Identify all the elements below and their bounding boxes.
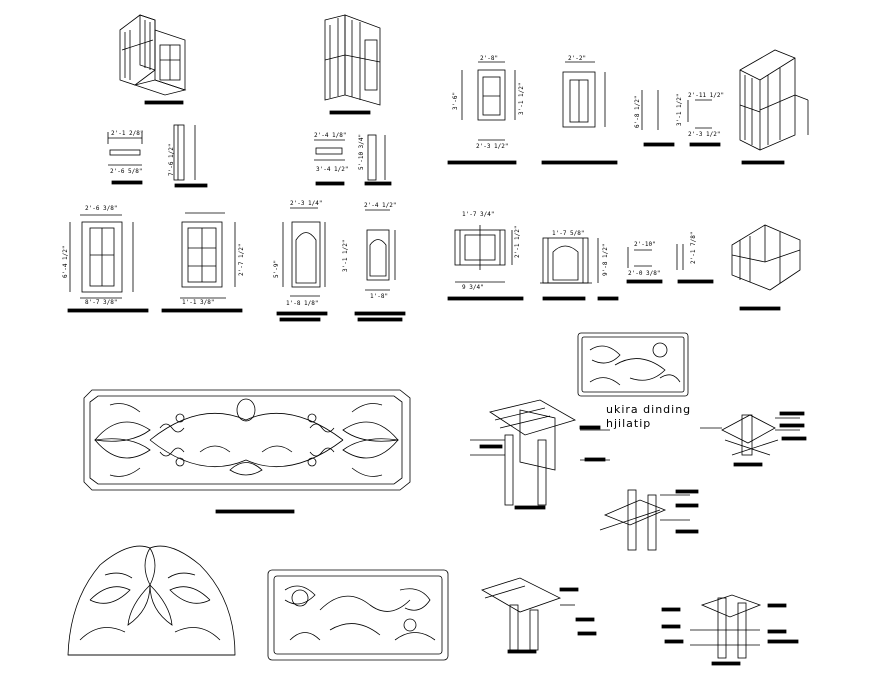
dim-text: 1'-7 5/8" bbox=[552, 230, 585, 237]
dim-text: 2'-1 1/2" bbox=[514, 225, 521, 258]
elevation-door-1 bbox=[69, 214, 134, 299]
dim-text: 2'-4 1/2" bbox=[364, 202, 397, 209]
elevation-cab1 bbox=[107, 124, 208, 188]
cabinet-isometric-2 bbox=[324, 14, 381, 106]
joint-detail-1 bbox=[470, 399, 610, 506]
elevation-right-2 bbox=[562, 61, 606, 128]
dim-text: 2'-7 1/2" bbox=[238, 243, 245, 276]
cabinet-isometric-3 bbox=[739, 49, 809, 151]
elevation-right-1 bbox=[461, 61, 516, 141]
dim-text: 2'-6 3/8" bbox=[85, 205, 118, 212]
dim-text: 5'-10 3/4" bbox=[358, 133, 365, 170]
elevation-arched-1 bbox=[282, 207, 326, 297]
dim-text: 2'-1 2/8" bbox=[111, 130, 144, 137]
dim-text: 9'-8 1/2" bbox=[602, 243, 609, 276]
dim-text: 5'-9" bbox=[273, 259, 280, 278]
dim-text: 3'-1 1/2" bbox=[518, 82, 525, 115]
dim-text: 1'-7 3/4" bbox=[462, 211, 495, 218]
dim-text: 2'-0 3/8" bbox=[628, 270, 661, 277]
cabinet-isometric-4 bbox=[731, 224, 801, 291]
dim-text: 6'-8 1/2" bbox=[634, 95, 641, 128]
dim-text: 3'-1 1/2" bbox=[342, 239, 349, 272]
dim-text: 6'-4 1/2" bbox=[62, 245, 69, 278]
dim-text: 2'-4 1/8" bbox=[314, 132, 347, 139]
elevation-right-6 bbox=[627, 244, 684, 270]
dim-text: 2'-3 1/2" bbox=[476, 143, 509, 150]
elevation-arched-2 bbox=[365, 209, 396, 291]
title-bar bbox=[144, 100, 184, 105]
dim-text: 1'-1 3/8" bbox=[182, 299, 215, 306]
dim-text: 3'-1 1/2" bbox=[676, 93, 683, 126]
dim-text: 1'-8" bbox=[370, 293, 389, 300]
carved-panel-small bbox=[267, 569, 449, 661]
joint-detail-2 bbox=[700, 414, 800, 456]
dim-text: 2'-11 1/2" bbox=[688, 92, 725, 99]
dim-text: 2'-1 7/8" bbox=[690, 231, 697, 264]
dim-text: 8'-7 3/8" bbox=[85, 299, 118, 306]
joint-detail-5 bbox=[690, 594, 762, 659]
dim-text: 3'-4 1/2" bbox=[316, 166, 349, 173]
elevation-cab2 bbox=[314, 134, 392, 186]
annotation-line-2: hjilatip bbox=[606, 417, 652, 430]
elevation-right-5 bbox=[540, 237, 599, 284]
dim-text: 7'-6 1/2" bbox=[168, 143, 175, 176]
dim-text: 3'-6" bbox=[452, 91, 459, 110]
elevation-right-4 bbox=[454, 225, 513, 283]
cabinet-isometric-1 bbox=[119, 14, 187, 96]
dim-text: 1'-8 1/8" bbox=[286, 300, 319, 307]
carved-panel-thumb bbox=[577, 332, 689, 397]
dim-text: 2'-8" bbox=[480, 55, 499, 62]
dim-text: 9 3/4" bbox=[462, 284, 484, 291]
elevation-door-2 bbox=[180, 212, 236, 299]
carved-panel-large bbox=[83, 389, 411, 491]
dim-text: 2'-6 5/8" bbox=[110, 168, 143, 175]
annotation-line-1: ukira dinding bbox=[606, 403, 692, 416]
elevation-right-3 bbox=[641, 90, 712, 130]
dim-text: 2'-3 1/4" bbox=[290, 200, 323, 207]
dim-text: 2'-3 1/2" bbox=[688, 131, 721, 138]
dim-text: 2'-2" bbox=[568, 55, 587, 62]
dim-text: 2'-10" bbox=[634, 241, 656, 248]
carved-crest bbox=[67, 545, 236, 656]
joint-detail-3 bbox=[599, 489, 690, 551]
